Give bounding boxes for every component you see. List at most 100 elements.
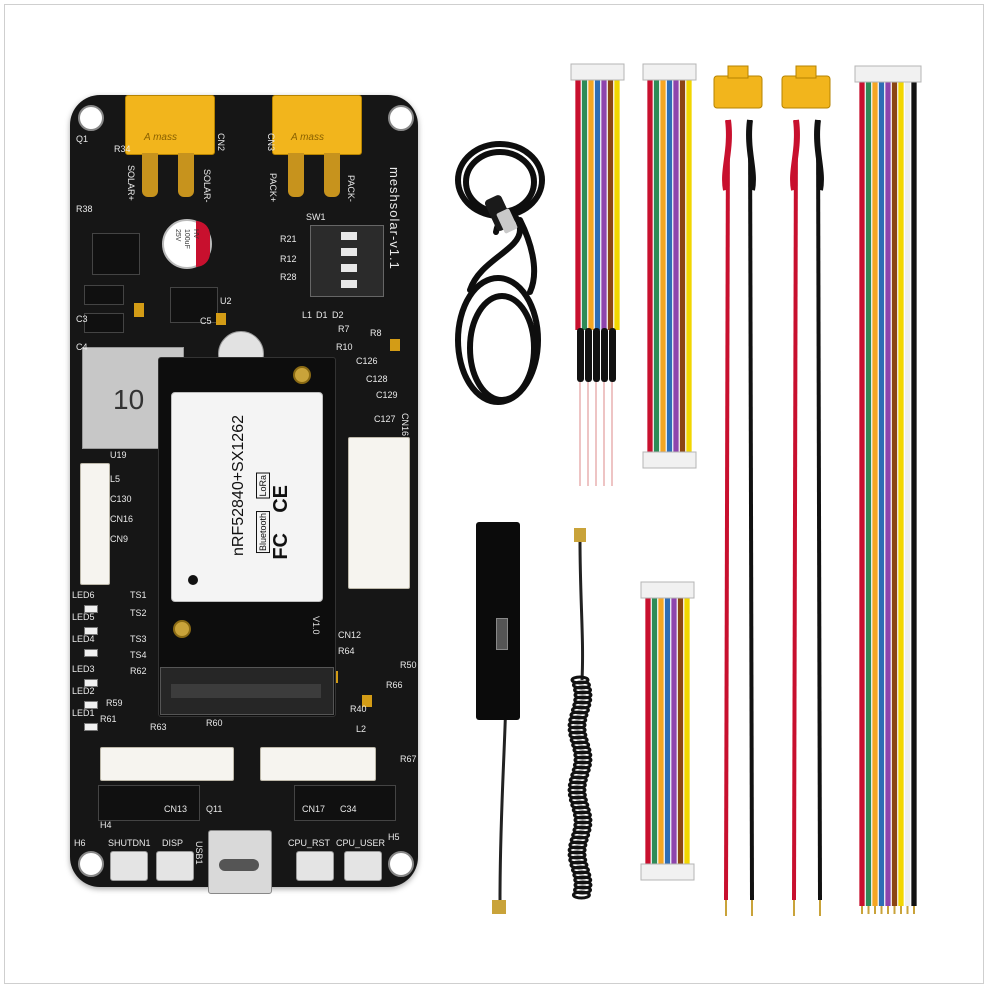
wire-harness-1	[570, 63, 625, 330]
red-wire	[724, 119, 730, 901]
silk-designator: C129	[376, 390, 398, 400]
heat-shrink-sleeve	[585, 328, 592, 382]
spring-antenna	[567, 675, 593, 900]
silk-cpu-rst: CPU_RST	[288, 838, 331, 848]
silk-cn3: CN3	[266, 133, 276, 152]
usb-c-cable	[455, 141, 545, 405]
silk-header-label: H4	[100, 820, 112, 830]
mount-hole	[78, 851, 104, 877]
silk-designator: R21	[280, 234, 297, 244]
silk-shutdown: SHUTDN1	[108, 838, 151, 848]
lora-ble-module: nRF52840+SX1262 LoRa Bluetooth CE FC V1.…	[158, 357, 336, 717]
silk-led-label: LED5	[72, 612, 95, 622]
tantalum-capacitor	[134, 303, 144, 317]
silk-designator: R40	[350, 704, 367, 714]
cpu-user-button	[344, 851, 382, 881]
usb-c-port	[208, 830, 272, 894]
ufl-connector	[173, 620, 191, 638]
silk-designator: TS1	[130, 590, 147, 600]
jst-plug	[642, 451, 697, 469]
silk-led-label: LED3	[72, 664, 95, 674]
display-button	[156, 851, 194, 881]
xt30-plug-top	[795, 65, 817, 79]
silk-designator: C34	[340, 804, 357, 814]
inductor	[84, 285, 124, 305]
silk-designator: R12	[280, 254, 297, 264]
black-sleeve	[814, 119, 824, 191]
silk-designator: CN12	[338, 630, 362, 640]
heat-shrink-sleeve	[609, 328, 616, 382]
ic-chip	[92, 233, 140, 275]
tantalum-capacitor	[362, 695, 372, 707]
red-sleeve	[790, 119, 800, 191]
silk-cn2: CN2	[216, 133, 226, 152]
xt30-plug	[781, 75, 831, 109]
spring-antenna-cable	[578, 539, 585, 681]
connector-brand: A mass	[144, 132, 177, 143]
silk-designator: L2	[356, 724, 367, 734]
jst-connector-cn12	[260, 747, 376, 781]
cpu-reset-button	[296, 851, 334, 881]
jst-plug	[854, 65, 922, 83]
mount-hole	[388, 105, 414, 131]
silk-designator: Q11	[206, 804, 223, 814]
silk-designator: C127	[374, 414, 396, 424]
module-version: V1.0	[311, 616, 321, 635]
usb-a-plug	[496, 208, 518, 234]
ufl-plug	[574, 528, 586, 542]
xt30-lead-2	[781, 65, 831, 916]
connector-pin	[288, 153, 304, 197]
silk-designator: R28	[280, 272, 297, 282]
silk-designator: L1	[302, 310, 313, 320]
silk-usb1: USB1	[194, 841, 204, 865]
harness-tail	[861, 906, 915, 914]
red-wire	[792, 119, 798, 901]
heat-shrink-sleeve	[593, 328, 600, 382]
xt30-plug	[713, 75, 763, 109]
heat-shrink-sleeve	[577, 328, 584, 382]
silk-solar-plus: SOLAR+	[126, 165, 136, 201]
silk-led-label: LED6	[72, 590, 95, 600]
silk-designator: TS2	[130, 608, 147, 618]
silk-designator: U19	[110, 450, 127, 460]
jst-plug	[640, 863, 695, 881]
jst-plug	[642, 63, 697, 81]
ffc-connector	[160, 667, 334, 715]
silk-designator: R67	[400, 754, 417, 764]
silk-pack-plus: PACK+	[268, 173, 278, 203]
silk-led-label: LED1	[72, 708, 95, 718]
ufl-plug	[492, 900, 506, 914]
silk-designator: TS3	[130, 634, 147, 644]
dip-switch	[310, 225, 384, 297]
pcb-board: A mass A mass SOLAR+ SOLAR- CN2 CN3 PACK…	[70, 95, 418, 894]
silk-designator: C130	[110, 494, 132, 504]
connector-pin	[324, 153, 340, 197]
silk-solar-minus: SOLAR-	[202, 169, 212, 203]
wire-harness-3	[640, 581, 695, 881]
sleeve-group	[577, 328, 616, 486]
shutdown-button	[110, 851, 148, 881]
connector-pin	[178, 153, 194, 197]
silk-designator: R10	[336, 342, 353, 352]
pin-header-h4	[98, 785, 200, 821]
status-led	[84, 701, 98, 709]
silk-designator: D2	[332, 310, 344, 320]
flat-pcb-antenna	[476, 522, 520, 720]
silk-led-label: LED4	[72, 634, 95, 644]
silk-designator: CN9	[110, 534, 129, 544]
silk-designator: D1	[316, 310, 328, 320]
silk-cn16: CN16	[400, 413, 410, 437]
silk-designator: R59	[106, 698, 123, 708]
silk-designator: R50	[400, 660, 417, 670]
silk-designator: CN17	[302, 804, 326, 814]
silk-designator: R34	[114, 144, 131, 154]
silk-designator: C126	[356, 356, 378, 366]
silk-led-label: LED2	[72, 686, 95, 696]
jst-plug	[570, 63, 625, 81]
jst-connector-cn17	[100, 747, 234, 781]
silk-designator: C128	[366, 374, 388, 384]
ufl-connector	[293, 366, 311, 384]
